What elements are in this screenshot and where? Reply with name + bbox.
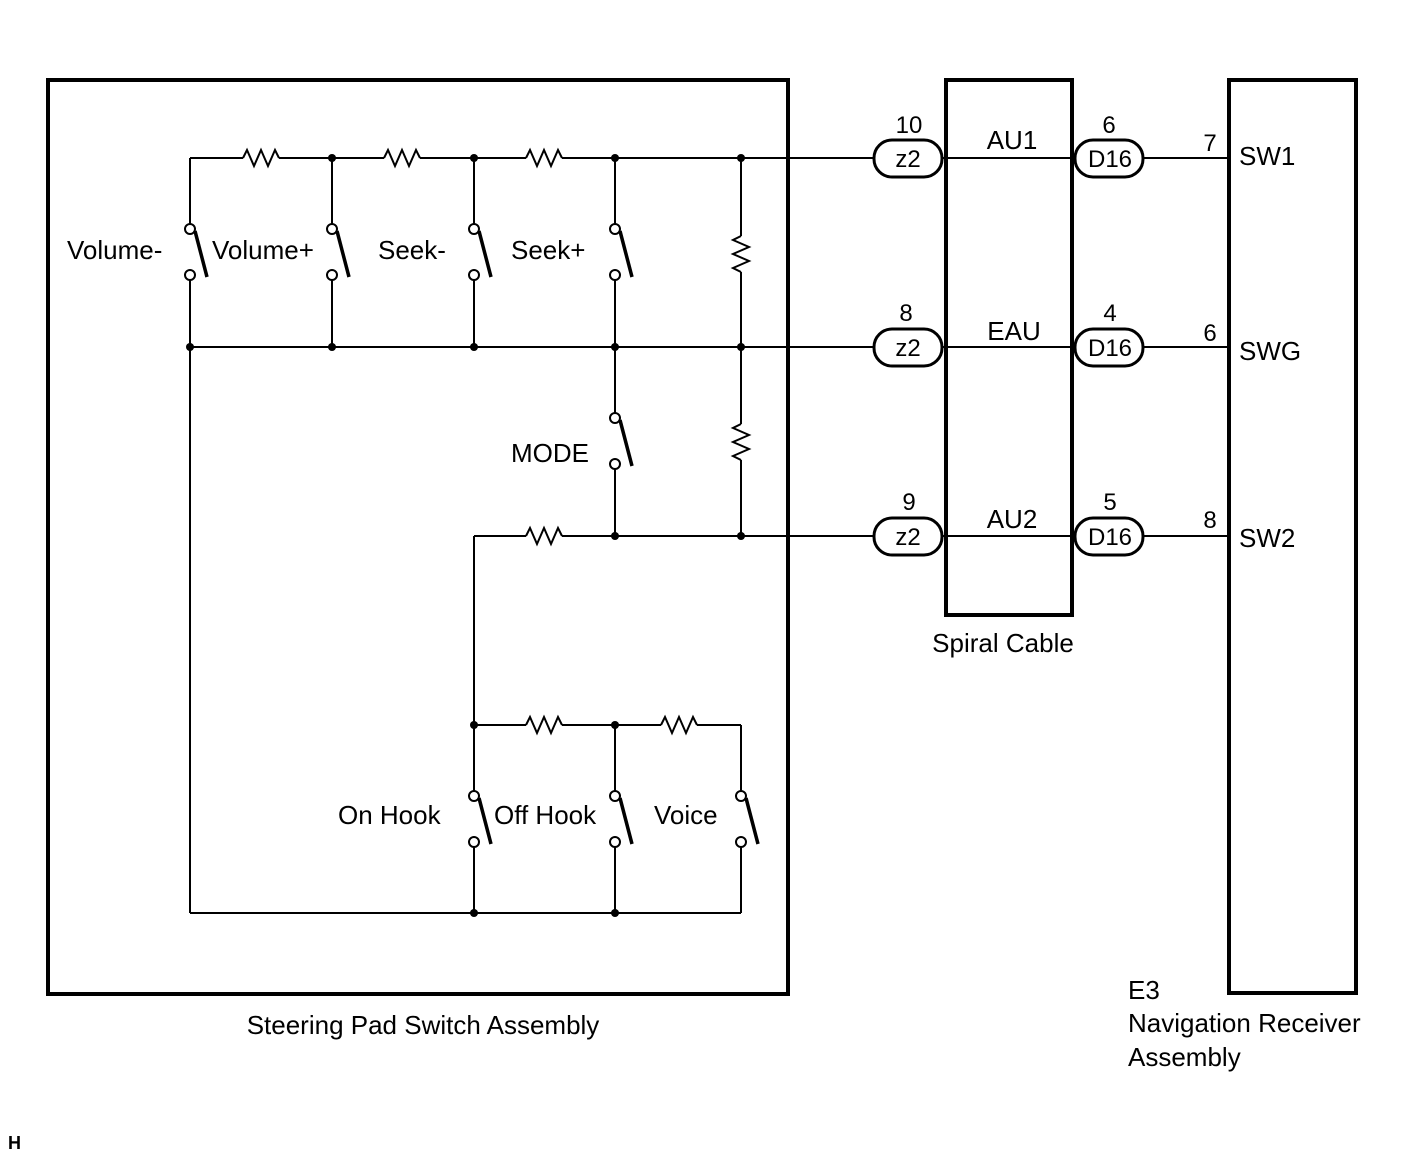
d16-pin-line2: 4 <box>1103 300 1116 327</box>
z2-pin-line3: 9 <box>902 489 915 516</box>
right-column <box>730 158 752 536</box>
signal-line-swg: z2 8 EAU D16 4 6 SWG <box>872 300 1301 368</box>
switch-label-seek-minus: Seek- <box>378 235 446 265</box>
spiral-cable-label: Spiral Cable <box>932 628 1074 658</box>
connector-z2-label-line1: z2 <box>895 146 920 173</box>
navigation-receiver-code: E3 <box>1128 975 1160 1005</box>
connector-d16-label-line2: D16 <box>1088 335 1132 362</box>
resistor-r2 <box>383 147 421 169</box>
switch-mode <box>609 347 634 536</box>
ground-loop <box>189 347 741 917</box>
switch-seek-plus <box>609 158 634 347</box>
switch-label-seek-plus: Seek+ <box>511 235 585 265</box>
connector-d16-label-line3: D16 <box>1088 524 1132 551</box>
resistor-r6 <box>730 423 752 461</box>
cable-signal-au1: AU1 <box>987 125 1038 155</box>
navigation-receiver-label-line2: Assembly <box>1128 1042 1241 1072</box>
receiver-terminal-swg: SWG <box>1239 336 1301 366</box>
top-rail <box>190 147 874 169</box>
z2-pin-line2: 8 <box>899 300 912 327</box>
hook-voice-section <box>470 536 741 736</box>
resistor-r1 <box>242 147 280 169</box>
switch-volume-plus <box>326 158 351 347</box>
z2-pin-line1: 10 <box>896 112 923 139</box>
d16-pin-line1: 6 <box>1102 112 1115 139</box>
footer-mark: H <box>8 1133 21 1153</box>
switch-voice <box>735 725 760 913</box>
lower-rail <box>474 525 874 547</box>
resistor-r8 <box>660 714 698 736</box>
d16-pin-line3: 5 <box>1103 489 1116 516</box>
resistor-r5 <box>730 235 752 273</box>
cable-signal-au2: AU2 <box>987 504 1038 534</box>
cable-signal-eau: EAU <box>987 316 1040 346</box>
switch-on-hook <box>468 725 493 913</box>
resistor-r4 <box>525 525 563 547</box>
receiver-pin-line2: 6 <box>1203 320 1216 347</box>
signal-line-sw1: z2 10 AU1 D16 6 7 SW1 <box>872 112 1295 179</box>
switch-label-off-hook: Off Hook <box>494 800 597 830</box>
resistor-r7 <box>525 714 563 736</box>
receiver-terminal-sw2: SW2 <box>1239 523 1295 553</box>
switch-label-volume-minus: Volume- <box>67 235 162 265</box>
signal-line-sw2: z2 9 AU2 D16 5 8 SW2 <box>872 489 1295 557</box>
connector-z2-label-line2: z2 <box>895 335 920 362</box>
connector-d16-label-line1: D16 <box>1088 146 1132 173</box>
resistor-r3 <box>525 147 563 169</box>
steering-pad-switch-assembly-label: Steering Pad Switch Assembly <box>247 1010 600 1040</box>
switch-label-mode: MODE <box>511 438 589 468</box>
switch-seek-minus <box>468 158 493 347</box>
switch-label-volume-plus: Volume+ <box>212 235 314 265</box>
switch-volume-minus <box>184 158 209 347</box>
connector-z2-label-line3: z2 <box>895 524 920 551</box>
switch-label-on-hook: On Hook <box>338 800 442 830</box>
receiver-terminal-sw1: SW1 <box>1239 141 1295 171</box>
middle-rail <box>186 343 874 351</box>
receiver-pin-line3: 8 <box>1203 507 1216 534</box>
switch-label-voice: Voice <box>654 800 718 830</box>
navigation-receiver-label-line1: Navigation Receiver <box>1128 1008 1361 1038</box>
receiver-pin-line1: 7 <box>1203 130 1216 157</box>
switch-off-hook <box>609 725 634 913</box>
